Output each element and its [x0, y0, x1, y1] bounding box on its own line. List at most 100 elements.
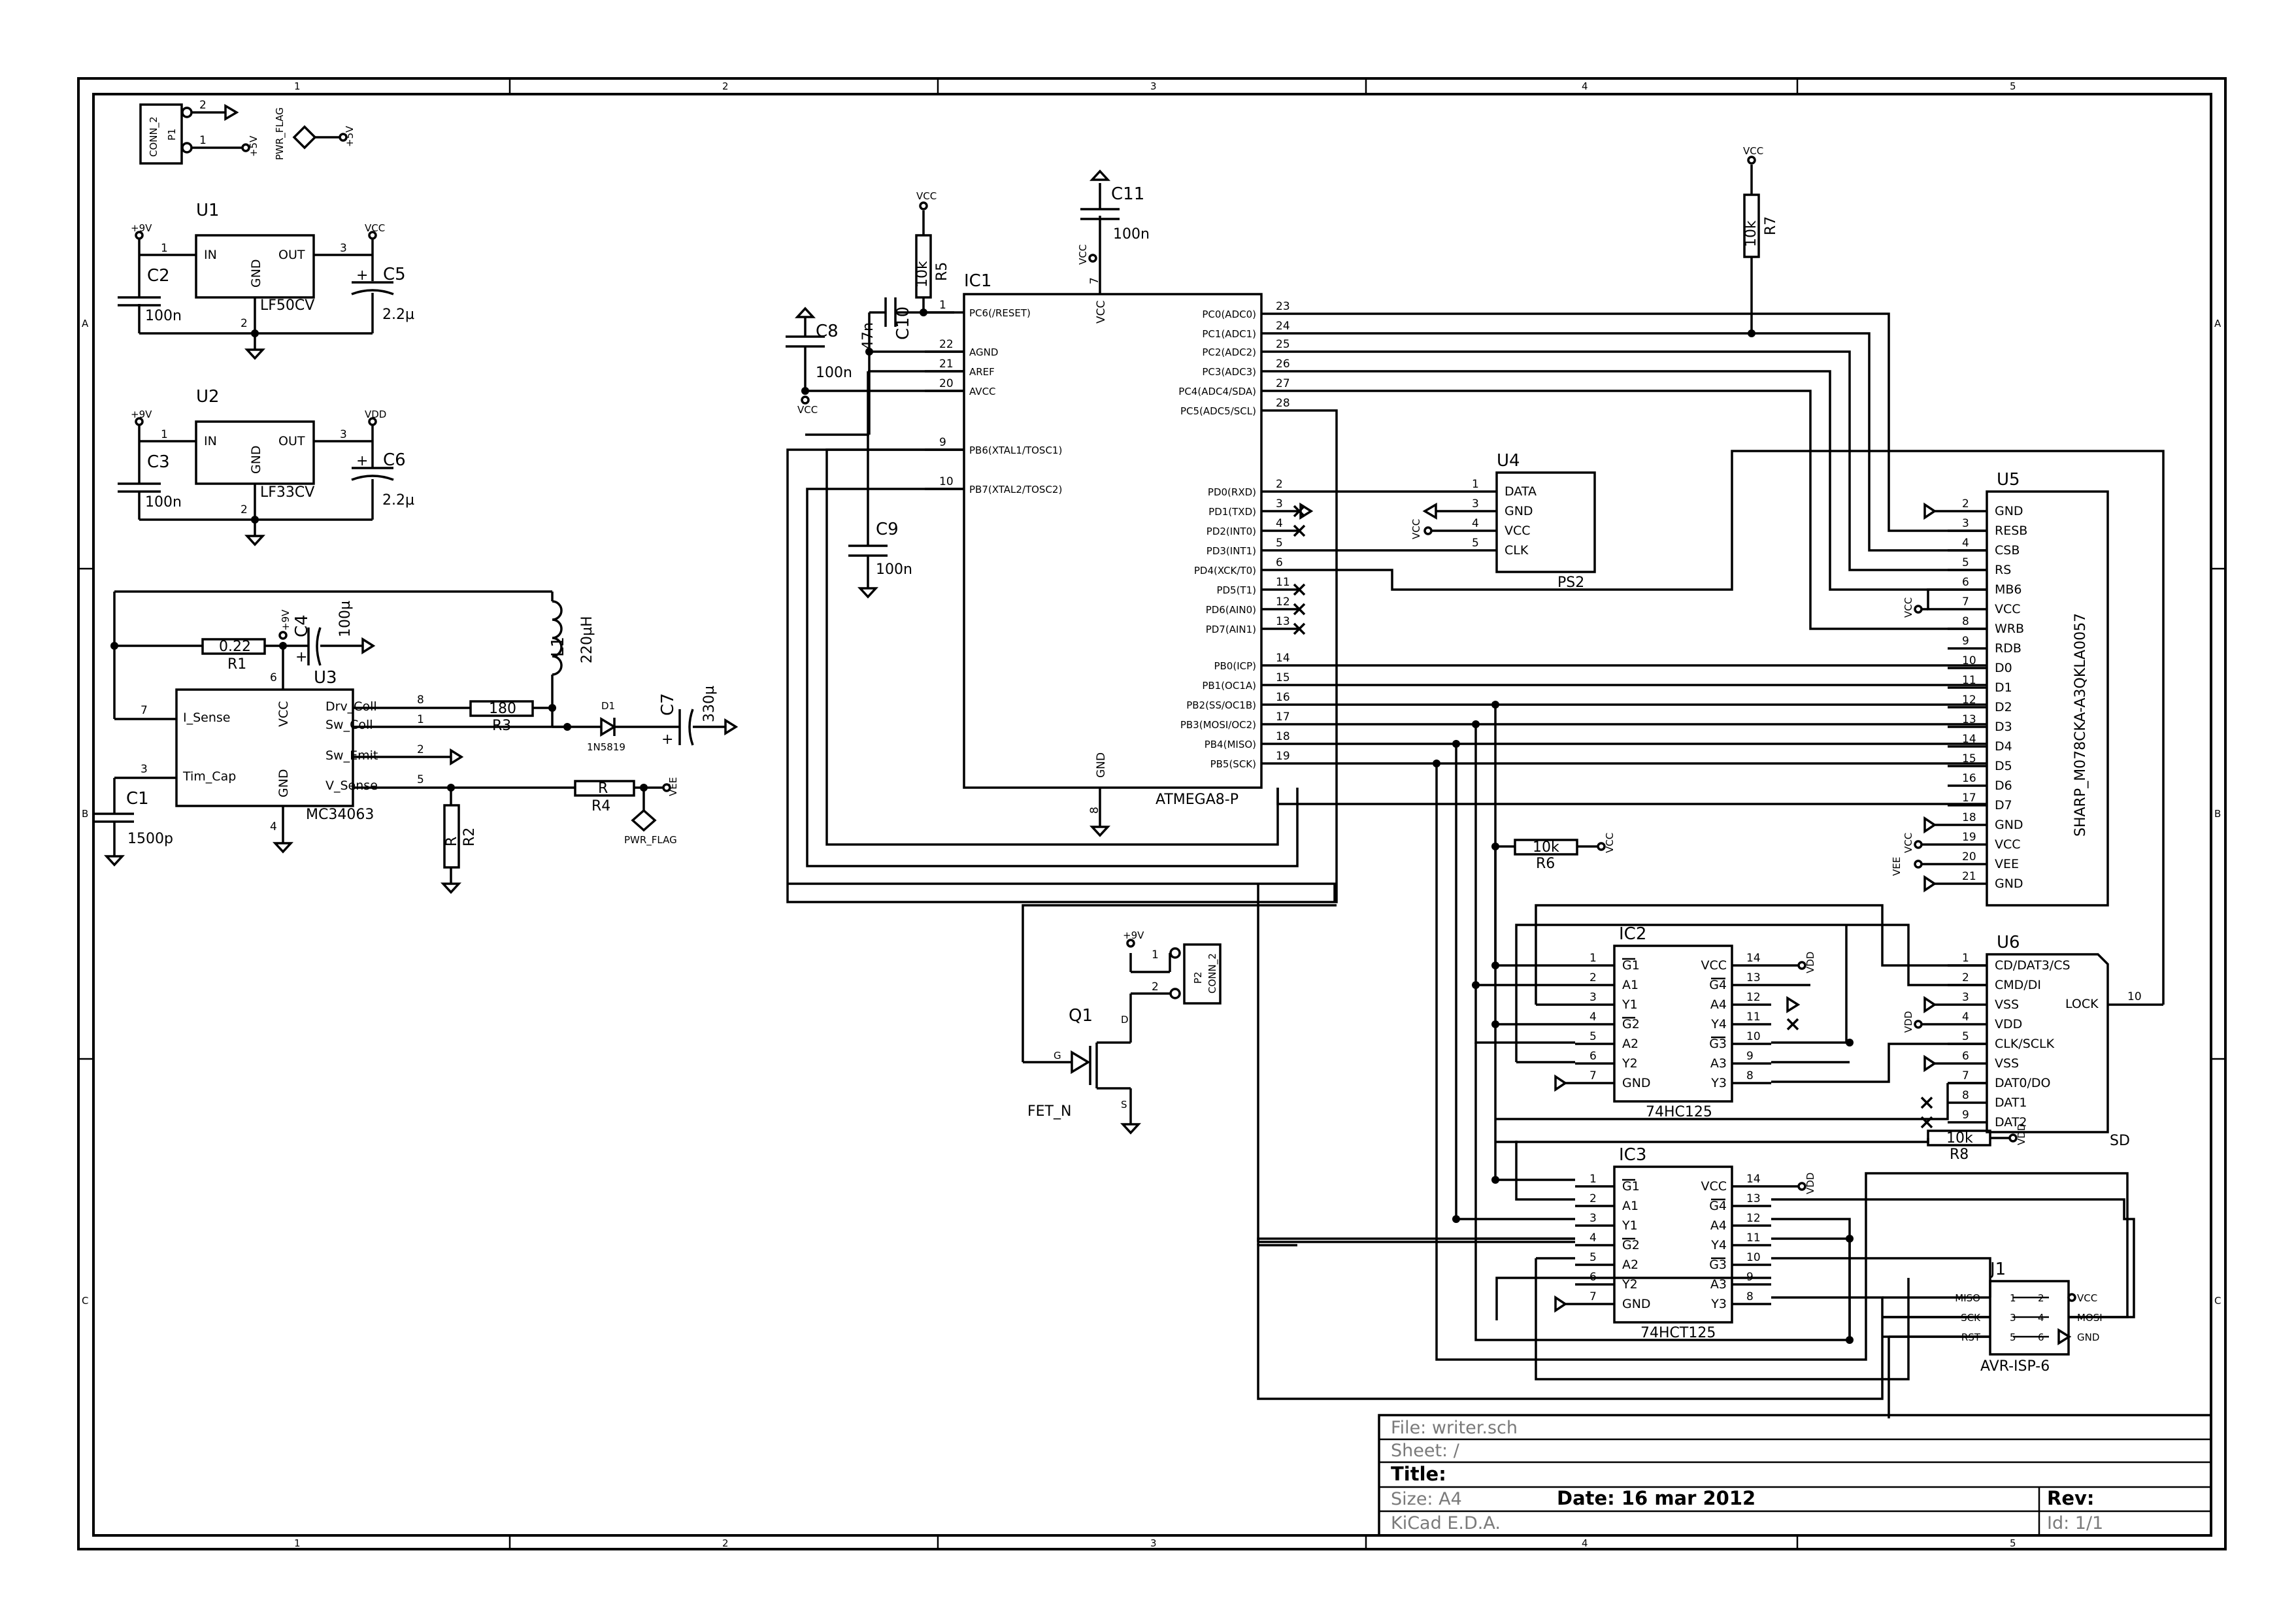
u6-num-3: 3	[1962, 991, 1969, 1004]
ic2-pins-l-name-3: Y1	[1622, 997, 1638, 1012]
u5-name-13: D3	[1995, 720, 2012, 734]
svg-text:8: 8	[1088, 807, 1101, 814]
svg-text:IC2: IC2	[1619, 924, 1646, 944]
u5-name-6: MB6	[1995, 582, 2022, 597]
svg-text:C1: C1	[126, 789, 149, 809]
svg-text:3: 3	[340, 428, 347, 441]
u5-vcc19-label: VCC	[1903, 833, 1914, 853]
svg-text:2: 2	[241, 317, 248, 330]
u6-name-8: DAT1	[1995, 1096, 2027, 1110]
svg-text:2: 2	[417, 743, 424, 756]
svg-text:I_Sense: I_Sense	[183, 711, 230, 725]
svg-text:LF33CV: LF33CV	[260, 484, 314, 501]
j1-name-2: VCC	[2077, 1292, 2097, 1304]
u6-num-7: 7	[1962, 1069, 1969, 1082]
ic1-left-name-9: PB6(XTAL1/TOSC1)	[969, 444, 1062, 456]
col-mark-top: 2	[722, 80, 729, 92]
r6-resistor: 10k R6 VCC	[1495, 833, 1616, 872]
u5-name-16: D6	[1995, 778, 2012, 793]
svg-text:1: 1	[417, 713, 424, 726]
svg-text:IN: IN	[204, 434, 217, 448]
svg-text:2: 2	[241, 503, 248, 516]
ic1-left-name-10: PB7(XTAL2/TOSC2)	[969, 484, 1062, 495]
u6-num-2: 2	[1962, 971, 1969, 984]
ic1-right-num-23: 23	[1276, 300, 1290, 313]
svg-text:PWR_FLAG: PWR_FLAG	[624, 834, 677, 846]
ic1-right-num-11: 11	[1276, 576, 1290, 589]
ic1-right-num-3: 3	[1276, 497, 1283, 510]
svg-text:100n: 100n	[1113, 226, 1150, 243]
u5-vee-label: VEE	[1891, 857, 1903, 876]
svg-text:C9: C9	[876, 520, 899, 539]
svg-text:C4: C4	[292, 614, 312, 637]
svg-text:R: R	[444, 837, 460, 846]
col-mark-bottom: 5	[2010, 1537, 2016, 1549]
svg-text:+: +	[295, 649, 307, 665]
u5-num-18: 18	[1962, 811, 1976, 824]
svg-text:R6: R6	[1536, 856, 1555, 872]
svg-text:GND: GND	[1095, 752, 1108, 778]
j1-pin-5: 5	[2010, 1331, 2016, 1343]
ic3-pins-l-num-7: 7	[1589, 1290, 1597, 1303]
ic3-pins-l-name-1: G1	[1622, 1179, 1640, 1194]
col-mark-top: 3	[1150, 80, 1157, 92]
r7-resistor: VCC 10k R7	[1743, 145, 1779, 337]
title-date: Date: 16 mar 2012	[1557, 1487, 1755, 1509]
u5-num-19: 19	[1962, 831, 1976, 844]
u5-name-18: GND	[1995, 818, 2023, 832]
svg-text:R8: R8	[1950, 1146, 1969, 1163]
ic2-pins-r-name-10: G3	[1709, 1037, 1727, 1051]
svg-text:10k: 10k	[1743, 220, 1759, 247]
u5-num-9: 9	[1962, 635, 1969, 648]
c6-capacitor: C6 2.2µ +	[351, 450, 414, 509]
ic2-pins-r-name-14: VCC	[1701, 958, 1727, 973]
ic1-right-name-24: PC1(ADC1)	[1202, 328, 1256, 340]
u5-name-10: D0	[1995, 661, 2012, 675]
u5-num-10: 10	[1962, 654, 1976, 667]
ic1-right-name-25: PC2(ADC2)	[1202, 346, 1256, 358]
svg-text:C2: C2	[147, 266, 170, 286]
c3-capacitor: C3 100n	[118, 452, 182, 510]
title-rev: Rev:	[2047, 1487, 2095, 1509]
svg-text:SD: SD	[2110, 1133, 2130, 1149]
ic1-right-name-12: PD6(AIN0)	[1206, 604, 1256, 616]
svg-text:U6: U6	[1997, 933, 2020, 952]
u5-name-8: WRB	[1995, 622, 2024, 636]
svg-text:180: 180	[489, 701, 516, 717]
u1-regulator: U1 LF50CV IN OUT GND 1 3 2 +9V VCC	[131, 201, 385, 360]
row-mark-left: B	[82, 808, 88, 820]
svg-text:C7: C7	[658, 693, 678, 716]
svg-text:VDD: VDD	[365, 409, 386, 420]
svg-text:1500p: 1500p	[127, 831, 173, 847]
svg-text:IC1: IC1	[964, 271, 991, 291]
ic3-pins-l-name-3: Y1	[1622, 1218, 1638, 1233]
svg-text:D: D	[1121, 1014, 1129, 1026]
ic1-right-name-28: PC5(ADC5/SCL)	[1180, 405, 1256, 417]
svg-text:100n: 100n	[145, 308, 182, 324]
u5-num-4: 4	[1962, 537, 1969, 550]
ic1-right-num-4: 4	[1276, 517, 1283, 530]
ic1-right-num-25: 25	[1276, 338, 1290, 351]
row-mark-left: C	[82, 1295, 88, 1307]
ic1-right-num-14: 14	[1276, 652, 1290, 665]
col-mark-bottom: 4	[1582, 1537, 1588, 1549]
ic3-pins-r-name-9: A3	[1710, 1277, 1727, 1292]
svg-text:7: 7	[1088, 277, 1101, 284]
ic3-pins-r-name-11: Y4	[1710, 1238, 1727, 1252]
svg-text:Tim_Cap: Tim_Cap	[182, 769, 236, 784]
u5-name-17: D7	[1995, 798, 2012, 812]
ic1-right-num-5: 5	[1276, 537, 1283, 550]
svg-text:330µ: 330µ	[701, 686, 718, 722]
u4-num-5: 5	[1472, 537, 1479, 550]
svg-text:220µH: 220µH	[579, 616, 595, 663]
svg-text:GND: GND	[249, 445, 263, 474]
svg-text:VCC: VCC	[797, 404, 818, 416]
ic1-right-name-3: PD1(TXD)	[1208, 506, 1256, 518]
q1-fet: Q1 FET_N G D S +9V	[1023, 929, 1170, 1135]
u1-gnd: GND	[249, 259, 263, 288]
ic3-pins-r-name-8: Y3	[1710, 1297, 1727, 1311]
u5-name-14: D4	[1995, 739, 2012, 754]
